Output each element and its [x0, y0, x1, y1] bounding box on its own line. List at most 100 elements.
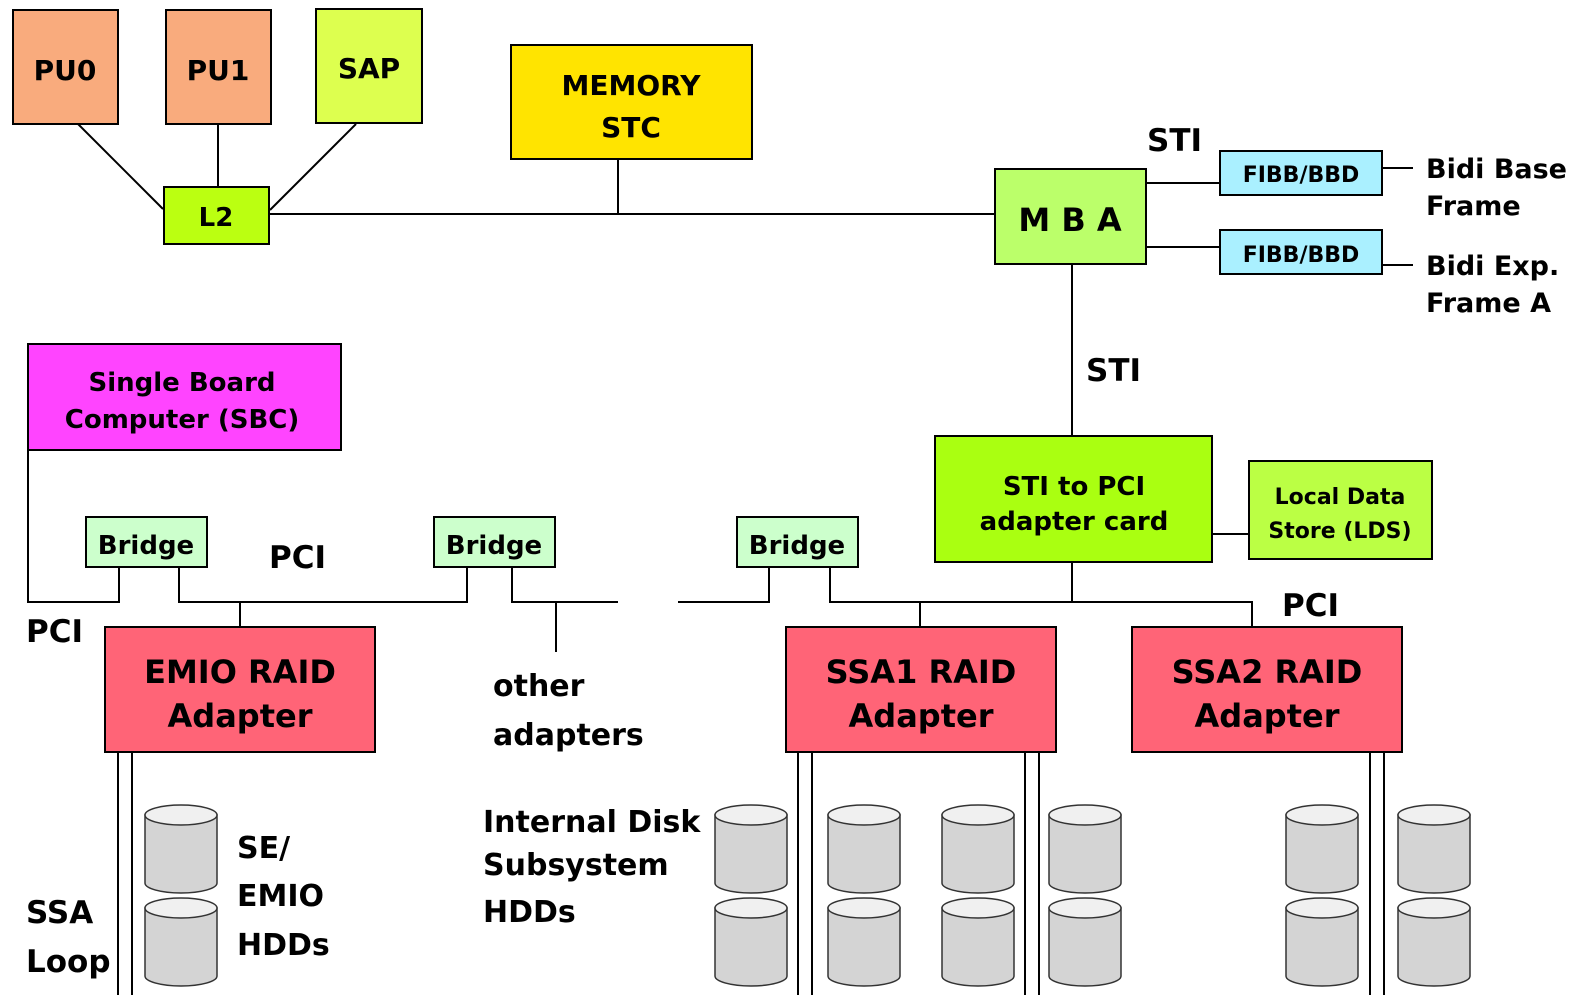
- hdd-cylinder-top: [1285, 804, 1359, 826]
- pu1-box: [165, 9, 272, 125]
- hdd-icon: [1048, 804, 1122, 894]
- mba-label: M B A: [1018, 201, 1122, 239]
- hdd-cylinder-top: [714, 804, 788, 826]
- hdd-icon: [827, 897, 901, 987]
- ssa1-raid-box: [785, 626, 1057, 753]
- l2-label: L2: [199, 203, 234, 233]
- hdd-cylinder-top: [144, 804, 218, 826]
- internal-disk-label-line1: Internal Disk: [483, 805, 701, 840]
- hdd-cylinder-top: [1048, 804, 1122, 826]
- hdd-cylinder-body: [827, 814, 901, 894]
- sti-to-pci-label-line1: STI to PCI: [1003, 472, 1145, 502]
- bridge-label-3: Bridge: [749, 531, 845, 561]
- pu1-node: PU1: [165, 9, 272, 125]
- lds-label-line2: Store (LDS): [1268, 519, 1411, 544]
- bridge-node-3: Bridge: [736, 516, 859, 568]
- fibb-bbd-node-2: FIBB/BBD: [1219, 229, 1383, 275]
- hdd-cylinder-body: [1285, 907, 1359, 987]
- hdd-cylinder-top: [1397, 804, 1471, 826]
- sti-to-pci-node: STI to PCI adapter card: [934, 435, 1213, 563]
- ssa1-raid-label-line2: Adapter: [849, 697, 994, 735]
- bridge-label-1: Bridge: [98, 531, 194, 561]
- hdd-cylinder-body: [941, 907, 1015, 987]
- pci-label-left: PCI: [26, 614, 83, 650]
- hdd-cylinder-body: [714, 907, 788, 987]
- sap-box: [315, 8, 423, 124]
- ssa2-raid-node: SSA2 RAID Adapter: [1131, 626, 1403, 753]
- hdd-cylinder-body: [144, 814, 218, 894]
- bridge-node-2: Bridge: [433, 516, 556, 568]
- bidi-base-label-line2: Frame: [1426, 191, 1521, 222]
- hdd-cylinder-body: [941, 814, 1015, 894]
- hdd-cylinder-top: [941, 897, 1015, 919]
- bridge-node-1: Bridge: [85, 516, 208, 568]
- fibb-bbd-node-1: FIBB/BBD: [1219, 150, 1383, 196]
- sti-to-pci-label-line2: adapter card: [980, 507, 1169, 537]
- memory-label-line2: STC: [601, 111, 661, 144]
- hdd-cylinder-body: [1397, 907, 1471, 987]
- hdd-cylinder-top: [827, 897, 901, 919]
- hdd-cylinder-body: [1285, 814, 1359, 894]
- internal-disk-label-line3: HDDs: [483, 895, 576, 930]
- hdd-cylinder-body: [144, 907, 218, 987]
- hdd-icon: [144, 897, 218, 987]
- pu1-label: PU1: [187, 54, 250, 87]
- sbc-box: [27, 343, 342, 451]
- hdd-icon: [1048, 897, 1122, 987]
- mba-node: M B A: [994, 168, 1147, 265]
- bridge-label-2: Bridge: [446, 531, 542, 561]
- hdd-icon: [1285, 804, 1359, 894]
- emio-raid-label-line1: EMIO RAID: [144, 653, 336, 691]
- ssa2-raid-label-line2: Adapter: [1195, 697, 1340, 735]
- sap-label: SAP: [338, 52, 400, 85]
- hdd-icon: [941, 804, 1015, 894]
- hdd-cylinder-top: [1285, 897, 1359, 919]
- hdd-cylinder-body: [1048, 907, 1122, 987]
- sbc-node: Single Board Computer (SBC): [27, 343, 342, 451]
- bidi-exp-label-line1: Bidi Exp.: [1426, 251, 1559, 282]
- sap-node: SAP: [315, 8, 423, 124]
- mba-box: [994, 168, 1147, 265]
- sbc-label-line2: Computer (SBC): [65, 405, 299, 435]
- lds-label-line1: Local Data: [1275, 485, 1406, 510]
- emio-raid-node: EMIO RAID Adapter: [104, 626, 376, 753]
- hdd-cylinder-body: [1397, 814, 1471, 894]
- sbc-label-line1: Single Board: [88, 368, 275, 398]
- fibb-bbd-box-1: [1219, 150, 1383, 196]
- ssa1-raid-node: SSA1 RAID Adapter: [785, 626, 1057, 753]
- other-adapters-label-line2: adapters: [493, 718, 644, 753]
- emio-raid-label-line2: Adapter: [168, 697, 313, 735]
- ssa-loop-label-line2: Loop: [26, 944, 111, 980]
- ssa2-raid-label-line1: SSA2 RAID: [1172, 653, 1363, 691]
- emio-hdds-label-line3: HDDs: [237, 928, 330, 963]
- hdd-icon: [1397, 897, 1471, 987]
- bidi-base-label-line1: Bidi Base: [1426, 154, 1567, 185]
- hdd-icon: [941, 897, 1015, 987]
- sti-label-top: STI: [1147, 123, 1202, 159]
- pu0-box: [12, 9, 119, 125]
- bridge-box-3: [736, 516, 859, 568]
- hdd-icon: [144, 804, 218, 894]
- fibb-bbd-box-2: [1219, 229, 1383, 275]
- hdd-group: [144, 804, 1471, 987]
- emio-hdds-label-line1: SE/: [237, 831, 290, 866]
- hdd-cylinder-body: [714, 814, 788, 894]
- internal-disk-label-line2: Subsystem: [483, 848, 669, 883]
- fibb-bbd-label-2: FIBB/BBD: [1243, 243, 1360, 268]
- pu0-label: PU0: [34, 54, 97, 87]
- bridge-box-1: [85, 516, 208, 568]
- hdd-icon: [1285, 897, 1359, 987]
- memory-stc-box: [510, 44, 753, 160]
- hdd-cylinder-top: [941, 804, 1015, 826]
- pci-label-mid: PCI: [269, 540, 326, 576]
- hdd-cylinder-body: [1048, 814, 1122, 894]
- hdd-icon: [827, 804, 901, 894]
- other-adapters-label-line1: other: [493, 669, 585, 704]
- hdd-icon: [714, 804, 788, 894]
- connectors: [27, 123, 1413, 995]
- emio-hdds-label-line2: EMIO: [237, 879, 324, 914]
- ssa1-raid-label-line1: SSA1 RAID: [826, 653, 1017, 691]
- hdd-cylinder-top: [144, 897, 218, 919]
- hdd-cylinder-top: [1048, 897, 1122, 919]
- sti-label-mid: STI: [1086, 353, 1141, 389]
